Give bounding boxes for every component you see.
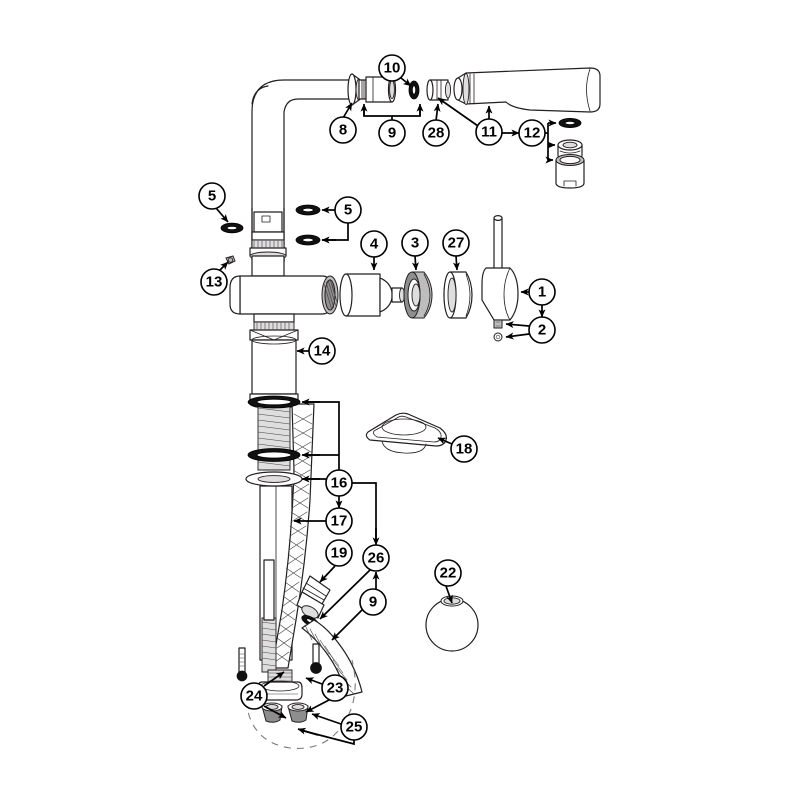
deck-plate-18 — [365, 412, 447, 454]
callout-5-left-label: 5 — [208, 188, 216, 205]
hex-nut-right-25 — [287, 702, 309, 723]
o-ring-5-lower — [295, 234, 321, 246]
faucet-body-barrel — [229, 275, 339, 341]
callout-19[interactable]: 19 — [325, 539, 353, 567]
callout-3-label: 3 — [411, 235, 419, 252]
mounting-stud-right-24 — [310, 643, 322, 674]
o-ring-5-upper — [295, 204, 321, 216]
callout-9-top-label: 9 — [388, 125, 396, 142]
callout-10[interactable]: 10 — [378, 54, 406, 82]
callout-26[interactable]: 26 — [362, 544, 390, 572]
callout-9-bottom-label: 9 — [369, 594, 377, 611]
callout-22[interactable]: 22 — [434, 559, 462, 587]
corrugated-hose-9 — [301, 619, 363, 697]
callout-5-left[interactable]: 5 — [198, 182, 226, 210]
callout-10-label: 10 — [384, 60, 401, 77]
callout-16[interactable]: 16 — [325, 469, 353, 497]
o-ring-10 — [408, 80, 420, 100]
callout-14[interactable]: 14 — [308, 337, 336, 365]
callout-22-label: 22 — [440, 565, 457, 582]
callout-28[interactable]: 28 — [422, 119, 450, 147]
callout-12[interactable]: 12 — [518, 119, 546, 147]
callout-24-label: 24 — [246, 688, 263, 705]
callout-4[interactable]: 4 — [360, 230, 388, 258]
callout-27-label: 27 — [448, 235, 465, 252]
spray-wand-barrel — [453, 67, 601, 113]
callout-8[interactable]: 8 — [329, 116, 357, 144]
callout-4-label: 4 — [370, 236, 379, 253]
callout-9-top[interactable]: 9 — [378, 119, 406, 147]
dome-nut-3 — [403, 271, 433, 319]
callout-5-right[interactable]: 5 — [334, 196, 362, 224]
callout-1-label: 1 — [538, 284, 546, 301]
mounting-o-ring-upper — [247, 395, 301, 409]
aerator-housing — [555, 154, 585, 189]
callout-18[interactable]: 18 — [450, 435, 478, 463]
counterweight-ball-22 — [425, 595, 479, 652]
callout-2-label: 2 — [538, 322, 546, 339]
callout-28-label: 28 — [428, 125, 445, 142]
callout-14-label: 14 — [314, 343, 331, 360]
handle-set-screw-2 — [493, 319, 503, 329]
handle-lever-1 — [481, 215, 519, 321]
callout-11[interactable]: 11 — [475, 118, 503, 146]
callout-5-right-label: 5 — [344, 202, 352, 219]
callout-12-label: 12 — [524, 125, 541, 142]
spout-end-ferrule — [347, 73, 363, 106]
callout-9-bottom[interactable]: 9 — [359, 588, 387, 616]
callout-13-label: 13 — [206, 274, 223, 291]
callout-17[interactable]: 17 — [325, 507, 353, 535]
callout-27[interactable]: 27 — [442, 229, 470, 257]
callout-19-label: 19 — [331, 545, 348, 562]
callout-2[interactable]: 2 — [528, 316, 556, 344]
callout-24[interactable]: 24 — [240, 682, 268, 710]
callout-13[interactable]: 13 — [200, 268, 228, 296]
callout-17-label: 17 — [331, 513, 348, 530]
o-ring-5-left — [220, 222, 244, 234]
callout-25[interactable]: 25 — [340, 713, 368, 741]
handle-plug-2 — [493, 332, 503, 342]
leader-lines — [215, 77, 557, 746]
escutcheon-ring-27 — [443, 271, 473, 319]
callout-23-label: 23 — [327, 680, 344, 697]
callout-23[interactable]: 23 — [321, 674, 349, 702]
callout-18-label: 18 — [456, 441, 473, 458]
spout-lower-neck-detail — [249, 211, 287, 277]
callout-26-label: 26 — [368, 550, 385, 567]
aerator-o-ring — [558, 118, 582, 129]
callout-1[interactable]: 1 — [528, 278, 556, 306]
mounting-o-ring-lower — [247, 448, 301, 462]
callout-3[interactable]: 3 — [401, 229, 429, 257]
valve-cartridge-4 — [339, 273, 405, 317]
callout-8-label: 8 — [339, 122, 347, 139]
callout-25-label: 25 — [346, 719, 363, 736]
mounting-washer — [245, 471, 303, 487]
mounting-stud-left-24 — [236, 647, 248, 682]
coupling-nut-28 — [426, 79, 452, 101]
callout-16-label: 16 — [331, 475, 348, 492]
callout-11-label: 11 — [481, 124, 497, 141]
